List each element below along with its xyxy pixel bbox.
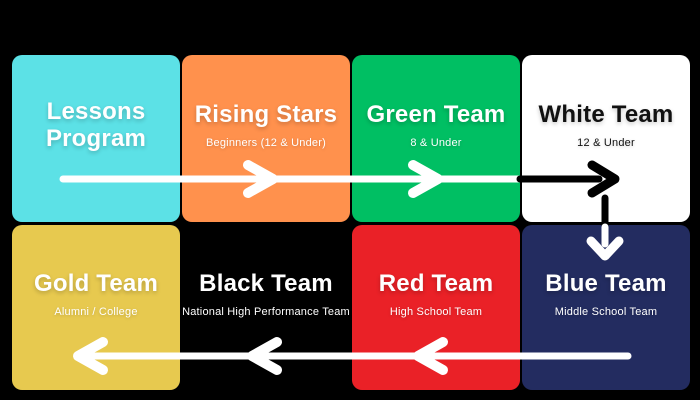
card-content: Red Team High School Team <box>378 269 494 319</box>
card-content: Green Team 8 & Under <box>366 100 506 150</box>
card-content: Rising Stars Beginners (12 & Under) <box>194 100 338 150</box>
card-green-team: Green Team 8 & Under <box>352 55 520 222</box>
card-subtitle: Middle School Team <box>554 306 658 319</box>
card-content: Black Team National High Performance Tea… <box>182 269 350 319</box>
card-subtitle: National High Performance Team <box>182 306 350 319</box>
card-subtitle: 8 & Under <box>410 137 462 150</box>
card-subtitle: Beginners (12 & Under) <box>206 137 326 150</box>
card-gold-team: Gold Team Alumni / College <box>12 225 180 390</box>
card-subtitle: High School Team <box>389 306 483 319</box>
card-content: Lessons Program <box>16 98 176 152</box>
card-blue-team: Blue Team Middle School Team <box>522 225 690 390</box>
card-subtitle: 12 & Under <box>577 137 635 150</box>
card-lessons-program: Lessons Program <box>12 55 180 222</box>
card-content: White Team 12 & Under <box>538 100 674 150</box>
card-subtitle: Alumni / College <box>54 306 138 319</box>
card-black-team: Black Team National High Performance Tea… <box>182 225 350 390</box>
card-title: Green Team <box>366 100 506 128</box>
card-red-team: Red Team High School Team <box>352 225 520 390</box>
card-title: Black Team <box>199 269 333 297</box>
card-title: Lessons Program <box>45 98 147 152</box>
card-content: Gold Team Alumni / College <box>33 269 159 319</box>
card-title: Gold Team <box>33 269 159 297</box>
card-title: Red Team <box>378 269 494 297</box>
card-rising-stars: Rising Stars Beginners (12 & Under) <box>182 55 350 222</box>
card-white-team: White Team 12 & Under <box>522 55 690 222</box>
card-content: Blue Team Middle School Team <box>545 269 667 319</box>
card-title: Rising Stars <box>194 100 338 128</box>
card-title: Blue Team <box>545 269 667 297</box>
card-grid: Lessons Program Rising Stars Beginners (… <box>12 55 690 390</box>
card-title: White Team <box>538 100 674 128</box>
